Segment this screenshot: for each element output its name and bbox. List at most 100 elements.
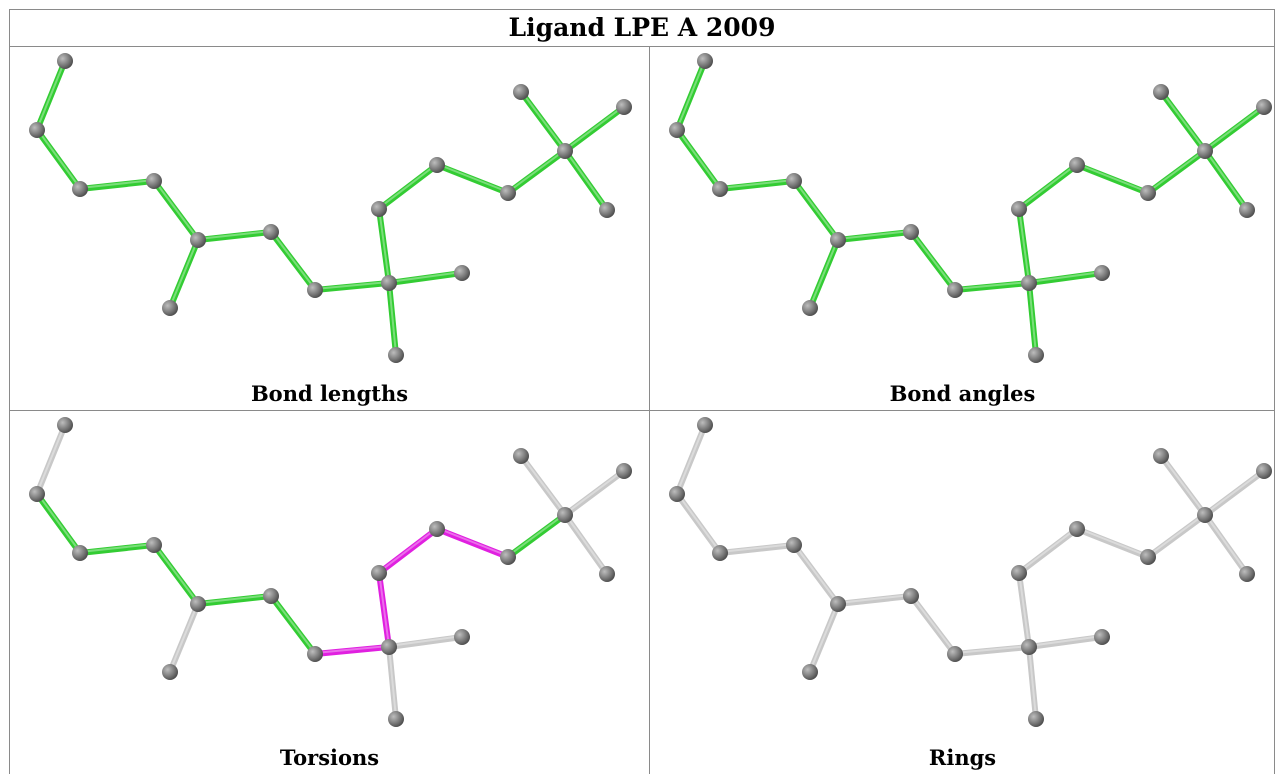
bond-highlight bbox=[1018, 163, 1078, 209]
atom bbox=[388, 711, 404, 727]
bond bbox=[312, 644, 392, 657]
bond-highlight bbox=[1160, 454, 1206, 515]
atom bbox=[1069, 521, 1085, 537]
atom bbox=[500, 549, 516, 565]
atom bbox=[786, 173, 802, 189]
atom bbox=[72, 545, 88, 561]
bond bbox=[151, 178, 201, 243]
bond-highlight bbox=[676, 492, 721, 553]
atom bbox=[29, 486, 45, 502]
atom bbox=[616, 463, 632, 479]
bond bbox=[1158, 453, 1208, 518]
bond-highlight bbox=[378, 207, 390, 283]
atom bbox=[429, 521, 445, 537]
bond bbox=[34, 422, 68, 497]
bond-highlight bbox=[719, 179, 795, 189]
atom bbox=[712, 545, 728, 561]
column-divider bbox=[649, 46, 650, 774]
bond bbox=[674, 491, 723, 556]
bond bbox=[376, 162, 440, 212]
bond-highlight bbox=[564, 105, 625, 151]
atom bbox=[903, 224, 919, 240]
bond bbox=[791, 178, 841, 243]
bond bbox=[1074, 162, 1151, 196]
atom bbox=[557, 507, 573, 523]
atom bbox=[669, 122, 685, 138]
atom bbox=[190, 232, 206, 248]
bond-highlight bbox=[270, 230, 316, 290]
bond-highlight bbox=[388, 281, 397, 355]
atom bbox=[669, 486, 685, 502]
bond bbox=[268, 593, 318, 657]
bond bbox=[505, 512, 568, 560]
bond-highlight bbox=[314, 645, 390, 654]
atom bbox=[599, 202, 615, 218]
bond-highlight bbox=[1028, 635, 1103, 647]
bond-highlight bbox=[910, 230, 956, 290]
bond bbox=[807, 237, 841, 311]
bond-highlight bbox=[436, 163, 509, 193]
atom bbox=[903, 588, 919, 604]
bond bbox=[386, 644, 399, 722]
atom bbox=[162, 664, 178, 680]
bond-highlight bbox=[507, 149, 566, 193]
atom bbox=[830, 232, 846, 248]
bond bbox=[807, 601, 841, 675]
bond bbox=[952, 280, 1032, 293]
atom bbox=[1256, 463, 1272, 479]
atom bbox=[697, 417, 713, 433]
bond-highlight bbox=[837, 230, 912, 240]
bond-highlight bbox=[520, 454, 566, 515]
atom bbox=[500, 185, 516, 201]
atom bbox=[513, 448, 529, 464]
atom bbox=[190, 596, 206, 612]
bond-highlight bbox=[436, 527, 509, 557]
bond-highlight bbox=[378, 163, 438, 209]
bond bbox=[791, 542, 841, 607]
bond-highlight bbox=[676, 423, 706, 494]
bond bbox=[167, 601, 201, 675]
panel-bond-lengths: Bond lengths bbox=[10, 47, 649, 410]
bond bbox=[376, 526, 440, 576]
bond bbox=[195, 593, 274, 607]
atom bbox=[146, 537, 162, 553]
bond-highlight bbox=[910, 594, 956, 654]
bond bbox=[34, 491, 83, 556]
bond-highlight bbox=[153, 179, 199, 240]
bond-highlight bbox=[79, 179, 155, 189]
bond-highlight bbox=[1076, 163, 1149, 193]
bond bbox=[835, 593, 914, 607]
molecule-rings bbox=[669, 417, 1272, 727]
bond-highlight bbox=[1018, 527, 1078, 573]
bond bbox=[674, 422, 708, 497]
bond-highlight bbox=[314, 281, 390, 290]
atom bbox=[146, 173, 162, 189]
atom bbox=[381, 639, 397, 655]
bond bbox=[386, 270, 465, 286]
atom bbox=[429, 157, 445, 173]
bond-highlight bbox=[676, 128, 721, 189]
atom bbox=[947, 282, 963, 298]
bond bbox=[674, 127, 723, 192]
bond-highlight bbox=[507, 513, 566, 557]
atom bbox=[454, 265, 470, 281]
bond bbox=[1016, 206, 1032, 286]
bond bbox=[717, 178, 797, 192]
atom bbox=[29, 122, 45, 138]
atom bbox=[371, 565, 387, 581]
bond bbox=[376, 206, 392, 286]
bond-highlight bbox=[1147, 513, 1206, 557]
panel-rings: Rings bbox=[650, 411, 1275, 774]
atom bbox=[1028, 347, 1044, 363]
atom bbox=[802, 300, 818, 316]
atom bbox=[388, 347, 404, 363]
panel-torsions: Torsions bbox=[10, 411, 649, 774]
atom bbox=[1069, 157, 1085, 173]
bond bbox=[1016, 162, 1080, 212]
bond-highlight bbox=[1028, 271, 1103, 283]
atom bbox=[307, 282, 323, 298]
bond-highlight bbox=[1204, 105, 1265, 151]
bond bbox=[562, 148, 610, 213]
bond bbox=[386, 280, 399, 358]
bond-highlight bbox=[837, 594, 912, 604]
